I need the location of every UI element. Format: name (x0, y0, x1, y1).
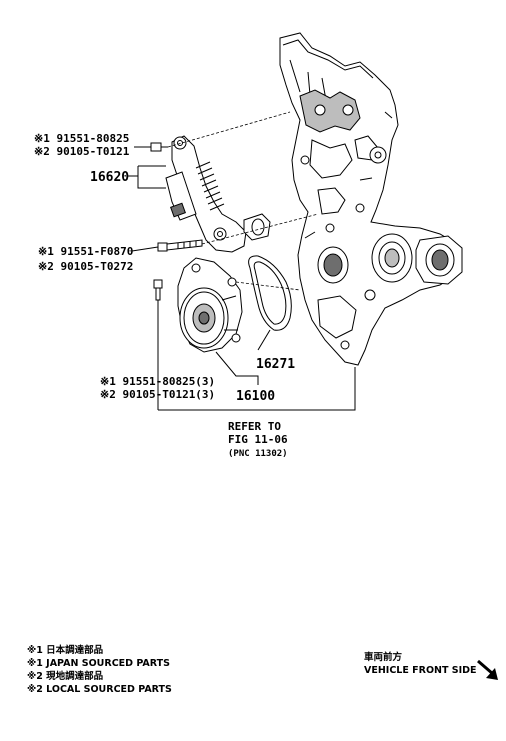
bolt-lower (153, 279, 163, 301)
refer-line-1: REFER TO (228, 420, 281, 433)
legend-line-4: ※2 LOCAL SOURCED PARTS (27, 684, 172, 695)
callout-bolt-top-2: ※2 90105-T0121 (34, 145, 130, 158)
refer-line-2: FIG 11-06 (228, 433, 288, 446)
refer-line-3: (PNC 11302) (228, 449, 288, 459)
callout-bolt-top-1: ※1 91551-80825 (34, 132, 129, 145)
water-pump (177, 257, 243, 353)
legend-line-1: ※1 日本調達部品 (27, 644, 103, 656)
callout-gasket: 16271 (256, 357, 295, 372)
callout-bolt-low-2: ※2 90105-T0121(3) (100, 388, 215, 401)
bolt-top (150, 142, 168, 152)
arrow-down-right-icon (477, 659, 498, 680)
vehicle-direction: 車両前方 VEHICLE FRONT SIDE (364, 651, 498, 680)
direction-label-jp: 車両前方 (364, 651, 403, 663)
legend-line-3: ※2 現地調達部品 (27, 670, 103, 682)
callout-water-pump: 16100 (236, 389, 275, 404)
callout-bolt-mid-1: ※1 91551-F0870 (38, 245, 133, 258)
timing-chain-cover (279, 32, 463, 366)
callout-bolt-low-1: ※1 91551-80825(3) (100, 375, 215, 388)
chain-tensioner (165, 135, 271, 253)
gasket (248, 255, 292, 331)
leader-lines (128, 111, 356, 411)
direction-label-en: VEHICLE FRONT SIDE (364, 665, 477, 676)
bolt-middle (157, 239, 203, 252)
legend: ※1 日本調達部品 ※1 JAPAN SOURCED PARTS ※2 現地調達… (27, 644, 172, 695)
callout-tensioner: 16620 (90, 170, 129, 185)
legend-line-2: ※1 JAPAN SOURCED PARTS (27, 658, 170, 669)
callout-bolt-mid-2: ※2 90105-T0272 (38, 260, 133, 273)
